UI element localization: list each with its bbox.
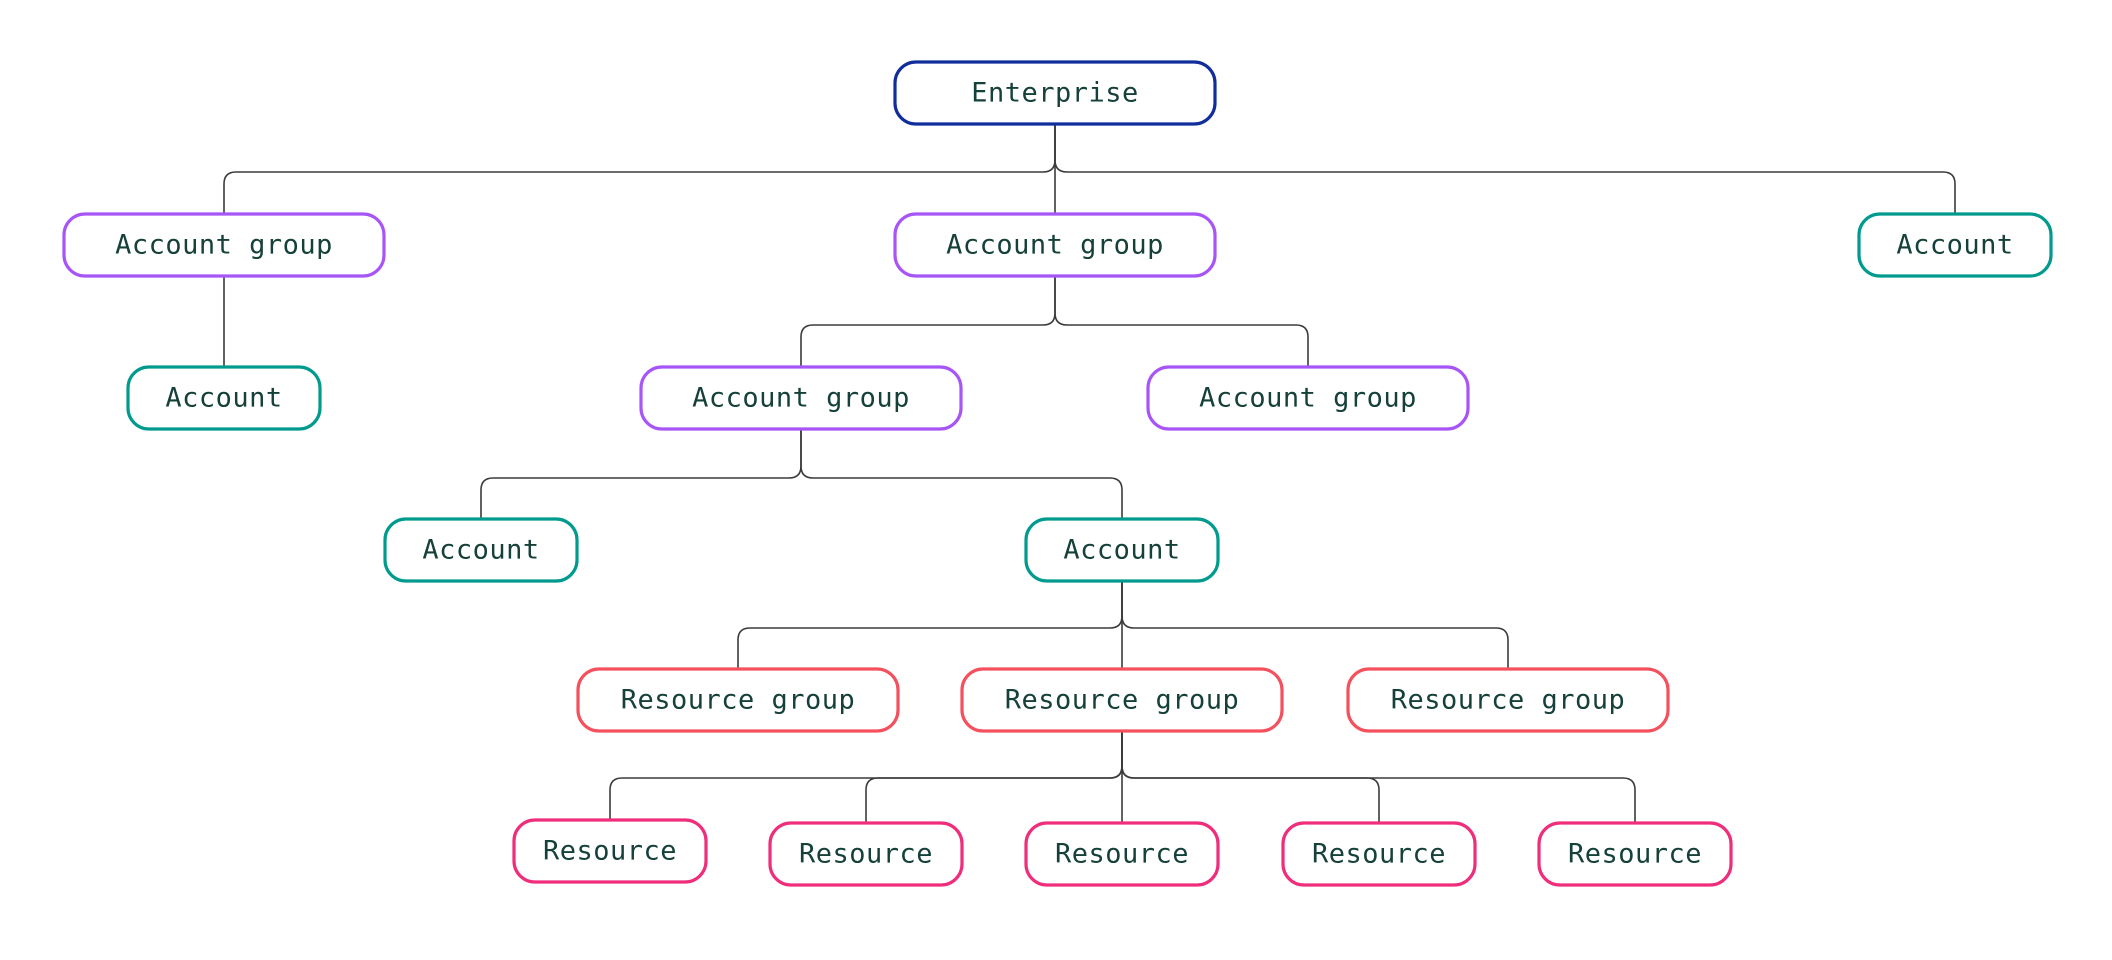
node-box xyxy=(1857,212,2053,278)
node-resource_group[interactable]: Resource group xyxy=(1346,667,1670,733)
node-account[interactable]: Account xyxy=(126,365,322,431)
node-label: Resource group xyxy=(1391,685,1626,716)
node-account[interactable]: Account xyxy=(1024,517,1220,583)
node-box xyxy=(1024,821,1220,887)
node-label: Account group xyxy=(946,230,1164,261)
node-box xyxy=(893,60,1217,126)
edge-n0-to-n1 xyxy=(223,123,1056,215)
node-label: Resource group xyxy=(1005,685,1240,716)
node-box xyxy=(893,212,1217,278)
node-box xyxy=(1024,517,1220,583)
node-label: Account xyxy=(1063,535,1180,566)
node-label: Account group xyxy=(1199,383,1417,414)
node-label: Account group xyxy=(115,230,333,261)
node-label: Account xyxy=(1896,230,2013,261)
node-account_group[interactable]: Account group xyxy=(639,365,963,431)
node-enterprise[interactable]: Enterprise xyxy=(893,60,1217,126)
node-label: Resource xyxy=(1312,839,1446,870)
node-box xyxy=(383,517,579,583)
node-account_group[interactable]: Account group xyxy=(1146,365,1470,431)
edge-n10-to-n16 xyxy=(1121,730,1636,824)
node-box xyxy=(62,212,386,278)
node-account_group[interactable]: Account group xyxy=(893,212,1217,278)
edge-n2-to-n6 xyxy=(1054,275,1309,368)
node-resource[interactable]: Resource xyxy=(1537,821,1733,887)
edge-n5-to-n7 xyxy=(480,428,802,520)
edge-n2-to-n5 xyxy=(800,275,1056,368)
node-account_group[interactable]: Account group xyxy=(62,212,386,278)
edge-n10-to-n13 xyxy=(865,730,1123,824)
node-label: Account group xyxy=(692,383,910,414)
node-label: Resource xyxy=(543,836,677,867)
node-resource[interactable]: Resource xyxy=(1024,821,1220,887)
node-resource_group[interactable]: Resource group xyxy=(576,667,900,733)
node-label: Account xyxy=(165,383,282,414)
node-account[interactable]: Account xyxy=(383,517,579,583)
edge-n8-to-n9 xyxy=(737,580,1123,670)
edges-layer xyxy=(223,123,1956,824)
node-box xyxy=(1346,667,1670,733)
edge-n5-to-n8 xyxy=(800,428,1123,520)
node-box xyxy=(512,818,708,884)
node-account[interactable]: Account xyxy=(1857,212,2053,278)
edge-n10-to-n15 xyxy=(1121,730,1380,824)
node-box xyxy=(960,667,1284,733)
node-box xyxy=(576,667,900,733)
node-box xyxy=(639,365,963,431)
node-label: Resource group xyxy=(621,685,856,716)
node-box xyxy=(768,821,964,887)
node-resource[interactable]: Resource xyxy=(512,818,708,884)
node-resource[interactable]: Resource xyxy=(1281,821,1477,887)
node-label: Account xyxy=(422,535,539,566)
node-box xyxy=(126,365,322,431)
node-resource_group[interactable]: Resource group xyxy=(960,667,1284,733)
node-label: Enterprise xyxy=(971,78,1139,109)
node-box xyxy=(1537,821,1733,887)
node-box xyxy=(1146,365,1470,431)
edge-n0-to-n3 xyxy=(1054,123,1956,215)
edge-n8-to-n11 xyxy=(1121,580,1509,670)
node-label: Resource xyxy=(1055,839,1189,870)
node-box xyxy=(1281,821,1477,887)
node-label: Resource xyxy=(799,839,933,870)
node-resource[interactable]: Resource xyxy=(768,821,964,887)
node-label: Resource xyxy=(1568,839,1702,870)
